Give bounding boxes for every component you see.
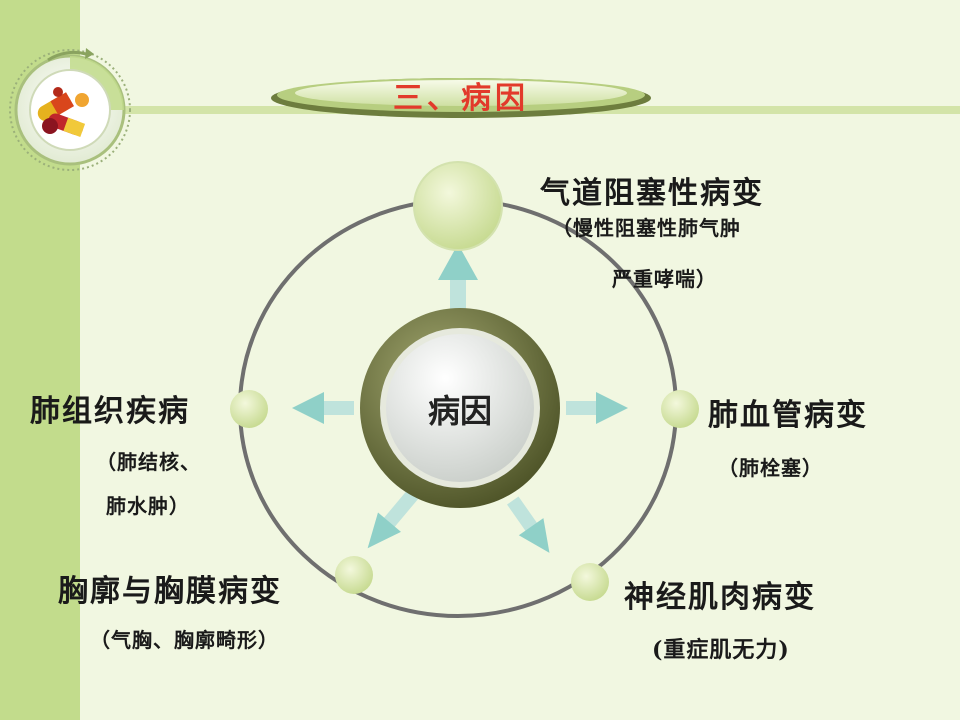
vascular-detail: （肺栓塞）: [718, 456, 823, 480]
airway-detail-1: （慢性阻塞性肺气肿: [552, 216, 741, 240]
neuromuscular-label: 神经肌肉病变: [624, 580, 816, 615]
arrow-up-icon: [438, 244, 478, 316]
node-neuromuscular: [571, 563, 609, 601]
title-banner: [271, 78, 651, 118]
node-lung-tissue: [230, 390, 268, 428]
pills-logo-icon: [9, 48, 131, 171]
arrow-right-icon: [566, 392, 628, 424]
arrow-down-left-icon: [367, 490, 418, 549]
arrow-left-icon: [292, 392, 354, 424]
airway-label: 气道阻塞性病变: [540, 176, 764, 211]
airway-detail-2: 严重哮喘）: [612, 267, 717, 291]
slide-title: 三、病因: [393, 81, 529, 116]
lung-tissue-detail-2: 肺水肿）: [106, 494, 190, 518]
lung-tissue-detail-1: （肺结核、: [96, 450, 201, 474]
center-node: [386, 334, 534, 482]
node-vascular: [661, 390, 699, 428]
chest-wall-detail: （气胸、胸廓畸形）: [90, 628, 279, 652]
center-label: 病因: [427, 392, 492, 430]
chest-wall-label: 胸廓与胸膜病变: [58, 574, 282, 609]
node-airway: [413, 161, 503, 251]
neuromuscular-detail: (重症肌无力): [652, 637, 790, 663]
lung-tissue-label: 肺组织疾病: [30, 394, 190, 429]
arrow-down-right-icon: [507, 496, 550, 553]
vascular-label: 肺血管病变: [708, 398, 868, 433]
node-chest-wall: [335, 556, 373, 594]
